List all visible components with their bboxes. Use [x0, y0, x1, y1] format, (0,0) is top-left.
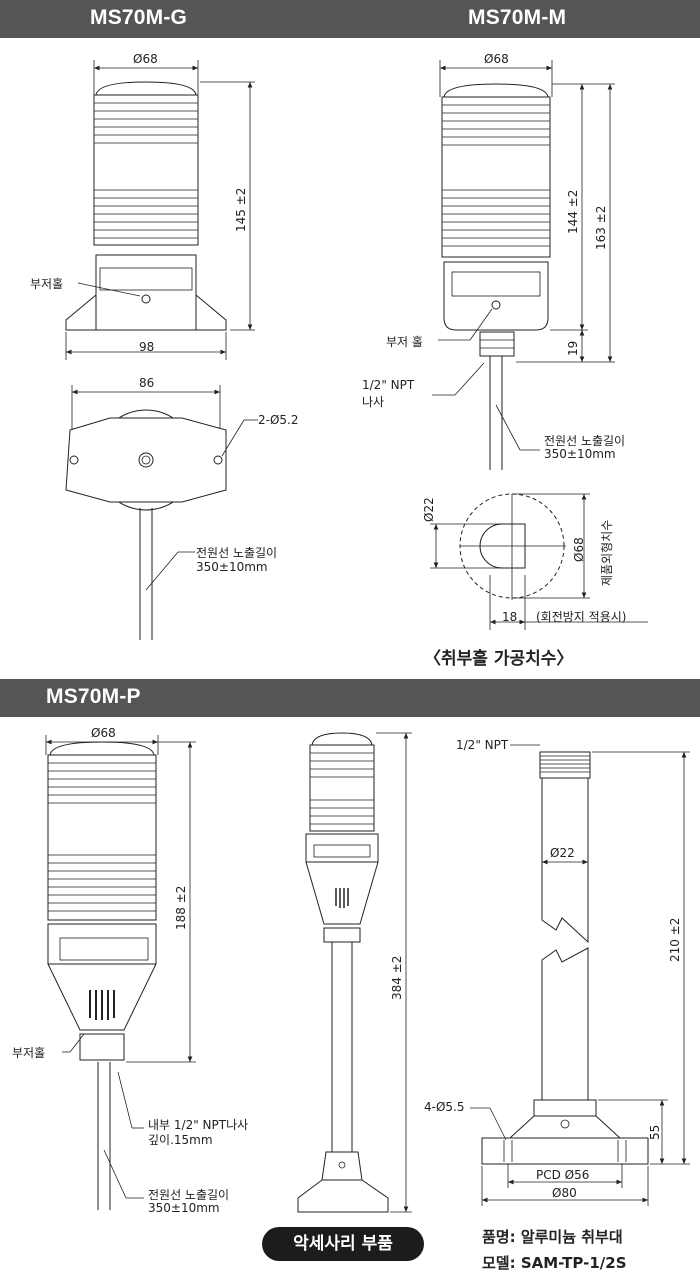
p-total-height-label: 384 ±2: [390, 955, 404, 1000]
m-cutout-view: [430, 493, 648, 630]
m-cut-diameter-label: Ø22: [422, 497, 436, 522]
m-thread-label: 1/2" NPT: [362, 378, 415, 392]
g-hole-label: 2-Ø5.2: [258, 413, 299, 427]
m-height2-label: 163 ±2: [594, 205, 608, 250]
part-name-label: 품명: 알루미늄 취부대: [482, 1228, 623, 1246]
p-pole-view: [297, 732, 412, 1213]
m-neck-label: 19: [566, 340, 580, 356]
g-mount-spacing-label: 86: [139, 376, 155, 390]
header-bar-p: MS70M-P: [0, 679, 700, 717]
g-cable-label: 전원선 노출길이: [196, 546, 278, 560]
p-inner-thread-label: 내부 1/2" NPT나사: [148, 1118, 249, 1132]
p-cable-label: 전원선 노출길이: [148, 1188, 230, 1202]
accessory-badge: 악세사리 부품: [262, 1227, 424, 1261]
p-cable-length-label: 350±10mm: [148, 1201, 220, 1215]
m-cable-label: 전원선 노출길이: [544, 434, 626, 448]
p-height-label: 188 ±2: [174, 885, 188, 930]
m-thread2-label: 나사: [362, 395, 385, 409]
m-buzzer-label: 부저 홀: [386, 335, 423, 349]
pcd-label: PCD Ø56: [536, 1168, 590, 1182]
section-title-p: MS70M-P: [46, 685, 141, 708]
base-holes-label: 4-Ø5.5: [424, 1100, 465, 1114]
section-title-m: MS70M-M: [468, 6, 567, 29]
m-front-view: [432, 60, 615, 470]
p-depth-label: 깊이.15mm: [148, 1133, 213, 1147]
base-height-label: 55: [648, 1124, 662, 1140]
m-outer-diameter-label: Ø68: [572, 537, 586, 562]
g-top-view: [65, 385, 258, 640]
m-outer-note-label: 제품외형치수: [600, 519, 614, 586]
mount-view: [470, 744, 690, 1206]
g-front-view: [65, 60, 255, 360]
g-cable-length-label: 350±10mm: [196, 560, 268, 574]
m-cable-length-label: 350±10mm: [544, 447, 616, 461]
p-diameter-label: Ø68: [91, 726, 116, 740]
section-title-g: MS70M-G: [90, 6, 188, 29]
g-diameter-label: Ø68: [133, 52, 158, 66]
g-height-label: 145 ±2: [234, 187, 248, 232]
pole-diameter-label: Ø22: [550, 846, 575, 860]
g-width-label: 98: [139, 340, 155, 354]
m-height1-label: 144 ±2: [566, 189, 580, 234]
p-front-view: [45, 735, 196, 1210]
g-buzzer-label: 부저홀: [30, 277, 64, 291]
header-bar-top: MS70M-G MS70M-M: [0, 0, 700, 38]
m-cutout-caption: 〈취부홀 가공치수〉: [424, 649, 574, 669]
pole-height-label: 210 ±2: [668, 917, 682, 962]
m-flat-label: 18: [502, 610, 518, 624]
m-flat-note-label: (회전방지 적용시): [536, 610, 627, 624]
model-label: 모델: SAM-TP-1/2S: [482, 1254, 627, 1272]
pole-thread-label: 1/2" NPT: [456, 738, 509, 752]
m-diameter-label: Ø68: [484, 52, 509, 66]
p-buzzer-label: 부저홀: [12, 1046, 46, 1060]
base-diameter-label: Ø80: [552, 1186, 577, 1200]
